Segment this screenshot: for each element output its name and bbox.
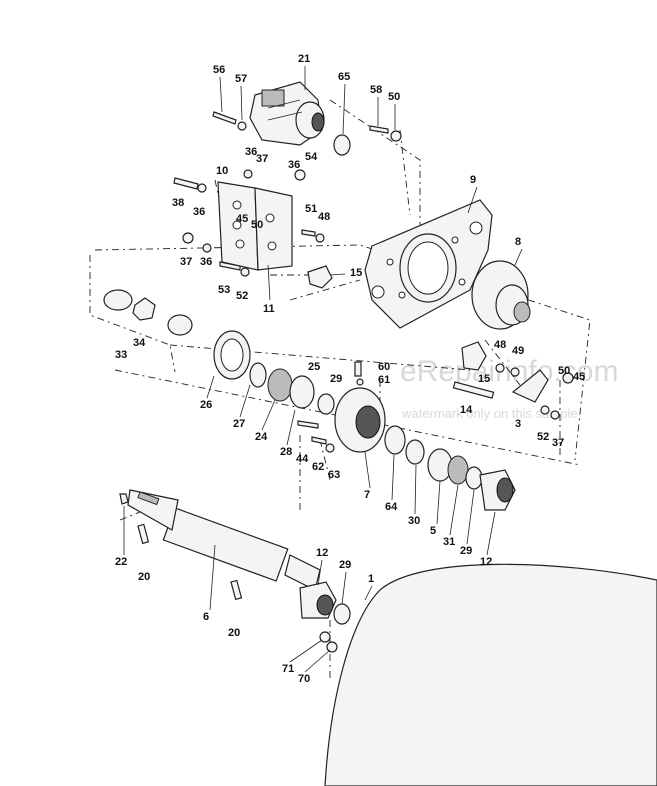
- callout-label: 15: [478, 373, 490, 385]
- callout-label: 37: [180, 256, 192, 268]
- drive-flange: [471, 260, 531, 330]
- callout-label: 60: [378, 361, 390, 373]
- callout-label: 20: [138, 571, 150, 583]
- callout-label: 26: [200, 399, 212, 411]
- mounting-bracket: [217, 181, 293, 271]
- callout-label: 29: [330, 373, 342, 385]
- callout-label: 49: [512, 345, 524, 357]
- callout-label: 21: [298, 53, 310, 65]
- callout-label: 3: [515, 418, 521, 430]
- callout-label: 29: [339, 559, 351, 571]
- callout-label: 37: [256, 153, 268, 165]
- callout-label: 45: [573, 371, 585, 383]
- callout-label: 24: [255, 431, 268, 443]
- callout-label: 48: [494, 339, 506, 351]
- callout-label: 8: [515, 236, 521, 248]
- drum: [324, 563, 657, 786]
- callout-label: 11: [263, 303, 275, 315]
- key-20b: [230, 579, 243, 601]
- callout-label: 31: [443, 536, 455, 548]
- callout-label: 36: [288, 159, 300, 171]
- callout-label: 36: [245, 146, 257, 158]
- callout-label: 28: [280, 446, 292, 458]
- drive-shaft: [127, 489, 321, 591]
- callout-label: 34: [133, 337, 146, 349]
- lower-bearing: [299, 581, 351, 625]
- hydraulic-motor: [249, 81, 325, 146]
- callout-label: 36: [193, 206, 205, 218]
- callout-label: 48: [318, 211, 330, 223]
- bearing-stack: [213, 330, 335, 415]
- callout-label: 70: [298, 673, 310, 685]
- callout-labels: 56 57 21 65 58 50 36 37 10 36 54 9 38 36…: [115, 53, 585, 685]
- key-22: [119, 493, 129, 505]
- callout-label: 51: [305, 203, 317, 215]
- callout-label: 5: [430, 525, 436, 537]
- callout-label: 61: [378, 374, 390, 386]
- callout-label: 63: [328, 469, 340, 481]
- callout-label: 71: [282, 663, 294, 675]
- callout-label: 45: [236, 213, 248, 225]
- callout-label: 25: [308, 361, 320, 373]
- callout-label: 12: [480, 556, 492, 568]
- callout-label: 33: [115, 349, 127, 361]
- callout-label: 1: [368, 573, 374, 585]
- callout-label: 62: [312, 461, 324, 473]
- callout-label: 22: [115, 556, 127, 568]
- hub-housing: [334, 387, 386, 453]
- callout-label: 36: [200, 256, 212, 268]
- callout-label: 20: [228, 627, 240, 639]
- callout-label: 27: [233, 418, 245, 430]
- callout-label: 29: [460, 545, 472, 557]
- callout-label: 50: [558, 365, 570, 377]
- gearbox-housing: [364, 199, 493, 329]
- watermark-note: watermark only on this sample: [401, 406, 578, 421]
- key-20a: [137, 523, 150, 545]
- callout-label: 6: [203, 611, 209, 623]
- snap-ring-30: [405, 439, 425, 465]
- bolts: [173, 111, 389, 445]
- callout-label: 44: [296, 453, 309, 465]
- callout-label: 38: [172, 197, 184, 209]
- o-ring-65: [333, 134, 351, 156]
- callout-label: 58: [370, 84, 382, 96]
- callout-label: 15: [350, 267, 362, 279]
- nuts-and-washers: [182, 121, 574, 653]
- callout-label: 64: [385, 501, 398, 513]
- coupling: [103, 289, 193, 336]
- snap-ring-64: [384, 425, 406, 455]
- leader-lines: [123, 66, 523, 673]
- callout-label: 37: [552, 437, 564, 449]
- callout-label: 65: [338, 71, 350, 83]
- callout-label: 56: [213, 64, 225, 76]
- callout-label: 12: [316, 547, 328, 559]
- callout-label: 57: [235, 73, 247, 85]
- callout-label: 50: [251, 219, 263, 231]
- callout-label: 53: [218, 284, 230, 296]
- callout-label: 30: [408, 515, 420, 527]
- callout-label: 14: [460, 404, 473, 416]
- callout-label: 50: [388, 91, 400, 103]
- callout-label: 52: [236, 290, 248, 302]
- callout-label: 10: [216, 165, 228, 177]
- bracket-pin: [307, 265, 549, 403]
- right-bearing-group: [427, 448, 516, 511]
- callout-label: 52: [537, 431, 549, 443]
- callout-label: 7: [364, 489, 370, 501]
- callout-label: 54: [305, 151, 318, 163]
- callout-label: 9: [470, 174, 476, 186]
